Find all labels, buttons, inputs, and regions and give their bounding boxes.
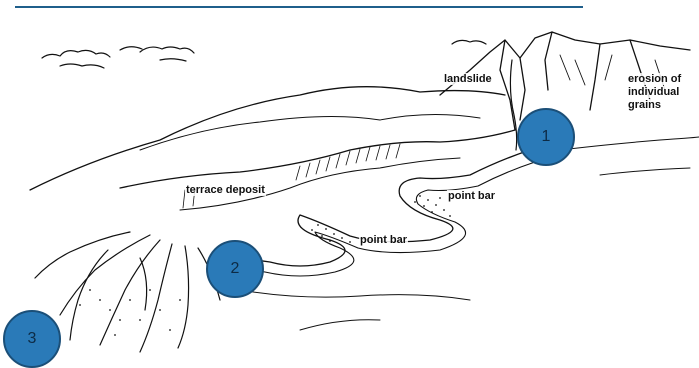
alluvial-fan — [35, 232, 220, 352]
hill-ridge-2 — [140, 114, 480, 150]
label-erosion-line-1: erosion of — [627, 73, 682, 85]
marker-2[interactable]: 2 — [206, 240, 264, 298]
hill-ridge — [30, 87, 505, 190]
fan-stipple — [79, 289, 181, 336]
label-erosion-line-3: grains — [627, 99, 662, 111]
marker-1[interactable]: 1 — [517, 108, 575, 166]
cloud-right — [452, 40, 486, 44]
marker-3[interactable]: 3 — [3, 310, 61, 368]
river-bank — [215, 162, 535, 276]
river-channel — [215, 150, 530, 266]
label-point-bar-lower: point bar — [359, 234, 408, 246]
cloud-left — [42, 47, 142, 68]
terrace-hatching — [183, 144, 400, 208]
label-terrace-deposit: terrace deposit — [185, 184, 266, 196]
label-erosion-line-2: individual — [627, 86, 680, 98]
cloud-middle — [140, 47, 194, 61]
label-landslide: landslide — [443, 73, 493, 85]
label-point-bar-upper: point bar — [447, 190, 496, 202]
